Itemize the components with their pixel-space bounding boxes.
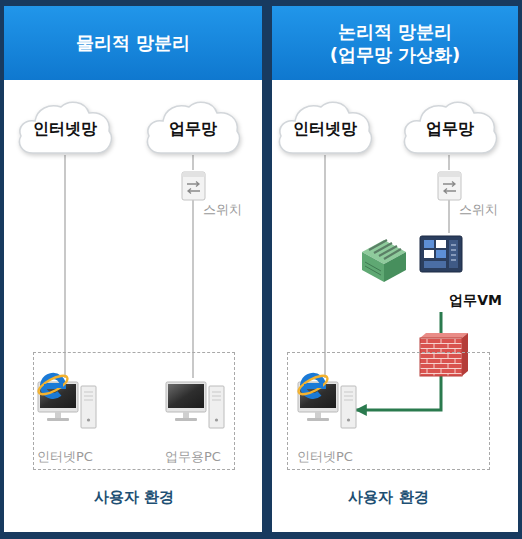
panel: 논리적 망분리 (업무망 가상화) 인터넷망 업무망스위치업무VM 사용자 환경 인터넷… — [272, 6, 518, 532]
network-line — [192, 155, 194, 170]
network-label: 업무망 — [426, 119, 474, 140]
panel-ground — [272, 6, 518, 532]
network-cloud: 인터넷망 — [277, 99, 373, 155]
switch-symbol — [438, 172, 461, 200]
device-label: 인터넷PC — [37, 449, 93, 466]
panel-title: 논리적 망분리 (업무망 가상화) — [315, 6, 475, 80]
network-label: 인터넷망 — [33, 119, 97, 140]
wire-stub — [192, 200, 194, 218]
device-label: 스위치 — [203, 202, 242, 218]
device-label: 스위치 — [459, 202, 498, 218]
panel-ground — [4, 6, 262, 532]
network-label: 인터넷망 — [293, 119, 357, 140]
wire-stub — [448, 200, 450, 218]
device-label: 인터넷PC — [297, 449, 353, 466]
network-cloud: 업무망 — [402, 99, 498, 155]
firewall-symbol — [420, 333, 468, 376]
network-cloud: 업무망 — [145, 99, 241, 155]
device-label: 업무용PC — [165, 449, 221, 466]
vm-label: 업무VM — [449, 292, 502, 309]
network-line — [448, 155, 450, 170]
header-band — [272, 6, 518, 80]
network-line — [448, 218, 450, 233]
network-label: 업무망 — [169, 119, 217, 140]
header-band — [4, 6, 262, 80]
pc-symbol — [166, 382, 224, 428]
panel: 물리적 망분리인터넷망 업무망스위치사용자 환경 인터넷PC 업무용PC — [4, 6, 262, 532]
user-zone: 사용자 환경 인터넷PC — [287, 352, 490, 507]
network-cloud: 인터넷망 — [17, 99, 113, 155]
zone-label: 사용자 환경 — [348, 488, 428, 508]
pc-node: 업무용PC — [162, 378, 224, 466]
zone-label: 사용자 환경 — [94, 488, 174, 508]
network-line — [192, 218, 194, 378]
switch-symbol — [182, 172, 205, 200]
user-zone: 사용자 환경 인터넷PC 업무용PC — [33, 352, 235, 507]
browser-logo — [296, 372, 330, 398]
vm-symbol — [420, 236, 462, 272]
switch-node: 스위치 — [180, 170, 242, 218]
network-line — [324, 155, 326, 378]
browser-logo — [36, 372, 70, 398]
panel-title: 물리적 망분리 — [76, 6, 190, 80]
pc-node: 인터넷PC — [34, 378, 96, 466]
pc-node: 인터넷PC — [294, 378, 356, 466]
switch-node: 스위치 — [436, 170, 498, 218]
network-line — [64, 155, 66, 378]
vm-node: 업무VM — [360, 233, 510, 312]
server-symbol — [362, 240, 406, 282]
